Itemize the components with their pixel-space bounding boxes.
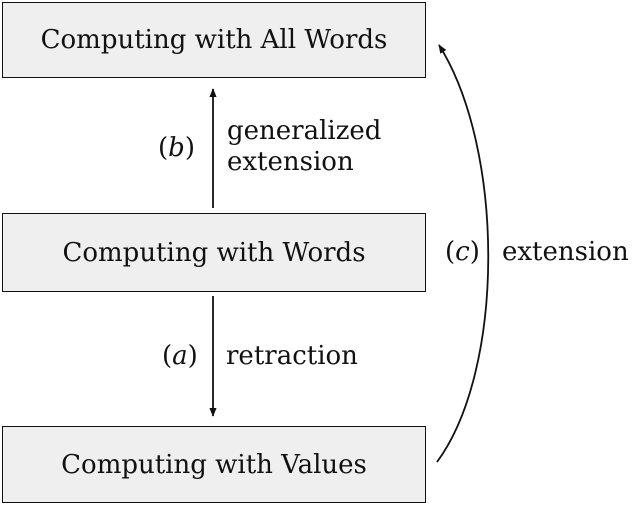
arrow-b-label-line2: extension — [227, 147, 354, 177]
arrow-b-close: ) — [184, 133, 195, 163]
arrow-a-close: ) — [187, 341, 198, 371]
arrow-b-marker: (b) — [158, 134, 195, 162]
arrow-b-open: ( — [158, 133, 169, 163]
arrow-c-letter: c — [455, 237, 470, 267]
arrow-c-marker: (c) — [445, 238, 480, 266]
arrow-b-letter: b — [168, 133, 185, 163]
box-computing-with-all-words: Computing with All Words — [2, 2, 426, 78]
arrow-a-label: retraction — [226, 341, 358, 371]
arrow-c-extension — [436, 44, 490, 463]
arrow-b-label-line1: generalized — [227, 116, 382, 146]
arrow-a-open: ( — [162, 341, 173, 371]
box-label-all-words: Computing with All Words — [40, 25, 388, 55]
arrow-c-label: extension — [502, 237, 629, 267]
box-computing-with-values: Computing with Values — [2, 426, 426, 503]
arrow-c-close: ) — [469, 237, 480, 267]
arrow-c-open: ( — [445, 237, 456, 267]
arrow-a-letter: a — [172, 341, 188, 371]
box-label-words: Computing with Words — [62, 237, 366, 268]
arrow-a-marker: (a) — [162, 342, 198, 370]
box-computing-with-words: Computing with Words — [2, 213, 426, 292]
box-label-values: Computing with Values — [61, 449, 367, 480]
